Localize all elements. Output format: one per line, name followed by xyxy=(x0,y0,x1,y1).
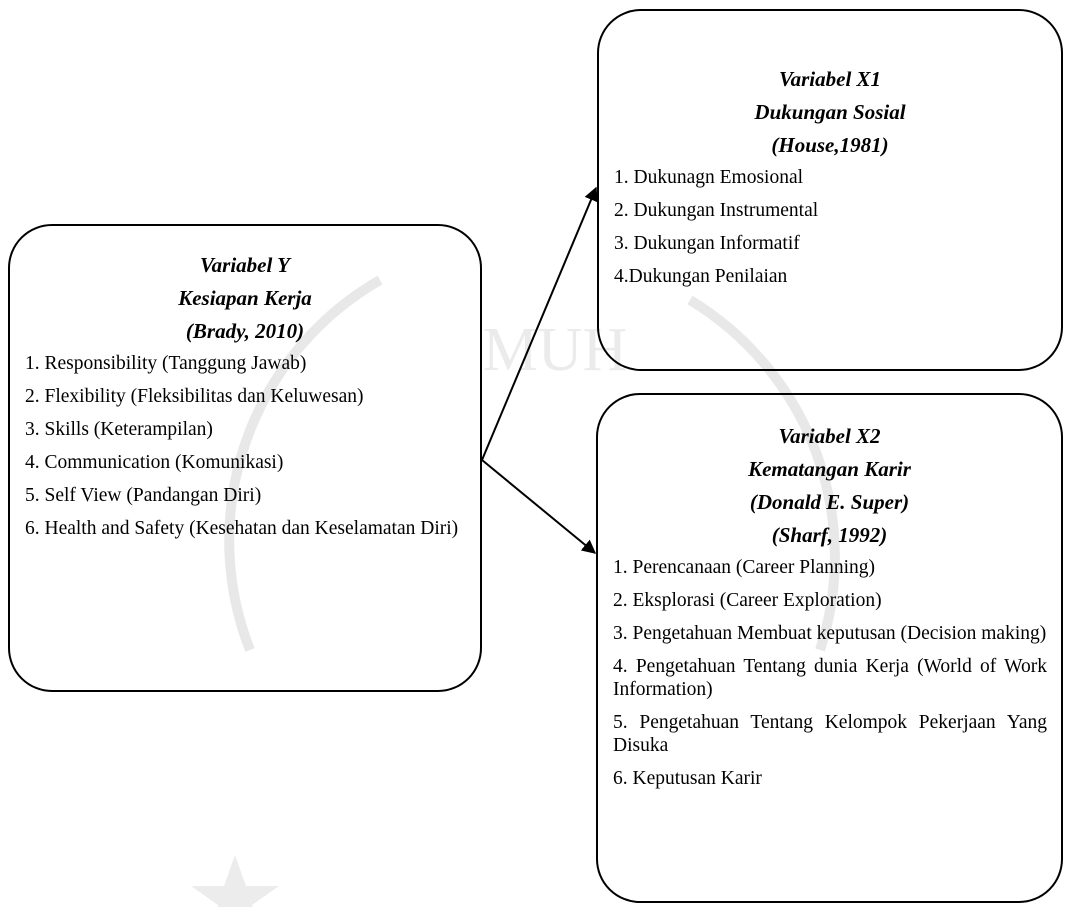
list-item: 3. Skills (Keterampilan) xyxy=(25,419,213,440)
list-item: 2. Eksplorasi (Career Exploration) xyxy=(613,590,882,611)
variable-x2-source-1: (Donald E. Super) xyxy=(749,490,910,514)
list-item: 5. Pengetahuan Tentang Kelompok Pekerjaa… xyxy=(613,712,1047,756)
list-item: 6. Keputusan Karir xyxy=(613,768,762,789)
list-item: 3. Pengetahuan Membuat keputusan (Decisi… xyxy=(613,623,1047,644)
variable-y-title: Variabel Y xyxy=(199,253,291,277)
variable-y-box: Variabel Y Kesiapan Kerja (Brady, 2010) … xyxy=(8,224,482,692)
list-item: 1. Responsibility (Tanggung Jawab) xyxy=(25,353,307,374)
list-item: 2. Dukungan Instrumental xyxy=(614,200,819,221)
list-item: 4. Communication (Komunikasi) xyxy=(25,452,284,473)
variable-x2-items: 1. Perencanaan (Career Planning) 2. Eksp… xyxy=(598,556,1061,790)
list-item: 6. Health and Safety (Kesehatan dan Kese… xyxy=(25,518,459,539)
variable-x1-title: Variabel X1 xyxy=(778,67,882,91)
variable-x2-heading: Variabel X2 Kematangan Karir (Donald E. … xyxy=(598,395,1061,552)
variable-x1-heading: Variabel X1 Dukungan Sosial (House,1981) xyxy=(599,11,1061,162)
arrow-y-to-x2 xyxy=(481,459,597,554)
variable-x1-source: (House,1981) xyxy=(771,133,889,157)
list-item: 3. Dukungan Informatif xyxy=(614,233,800,254)
list-item: 1. Perencanaan (Career Planning) xyxy=(613,557,876,578)
variable-x2-name: Kematangan Karir xyxy=(748,457,911,481)
variable-x1-items: 1. Dukunagn Emosional 2. Dukungan Instru… xyxy=(599,166,1061,288)
variable-y-source: (Brady, 2010) xyxy=(185,319,305,343)
list-item: 5. Self View (Pandangan Diri) xyxy=(25,485,262,506)
list-item: 4. Pengetahuan Tentang dunia Kerja (Worl… xyxy=(613,656,1047,700)
variable-y-heading: Variabel Y Kesiapan Kerja (Brady, 2010) xyxy=(10,226,480,348)
variable-y-items: 1. Responsibility (Tanggung Jawab) 2. Fl… xyxy=(10,352,480,540)
list-item: 4.Dukungan Penilaian xyxy=(614,266,788,287)
list-item: 2. Flexibility (Fleksibilitas dan Keluwe… xyxy=(25,386,364,407)
variable-x2-box: Variabel X2 Kematangan Karir (Donald E. … xyxy=(596,393,1063,903)
variable-y-name: Kesiapan Kerja xyxy=(178,286,312,310)
list-item: 1. Dukunagn Emosional xyxy=(614,167,804,188)
variable-x1-box: Variabel X1 Dukungan Sosial (House,1981)… xyxy=(597,9,1063,371)
variable-x1-name: Dukungan Sosial xyxy=(754,100,906,124)
variable-x2-source-2: (Sharf, 1992) xyxy=(771,523,888,547)
variable-x2-title: Variabel X2 xyxy=(778,424,881,448)
arrow-y-to-x1 xyxy=(481,186,598,461)
